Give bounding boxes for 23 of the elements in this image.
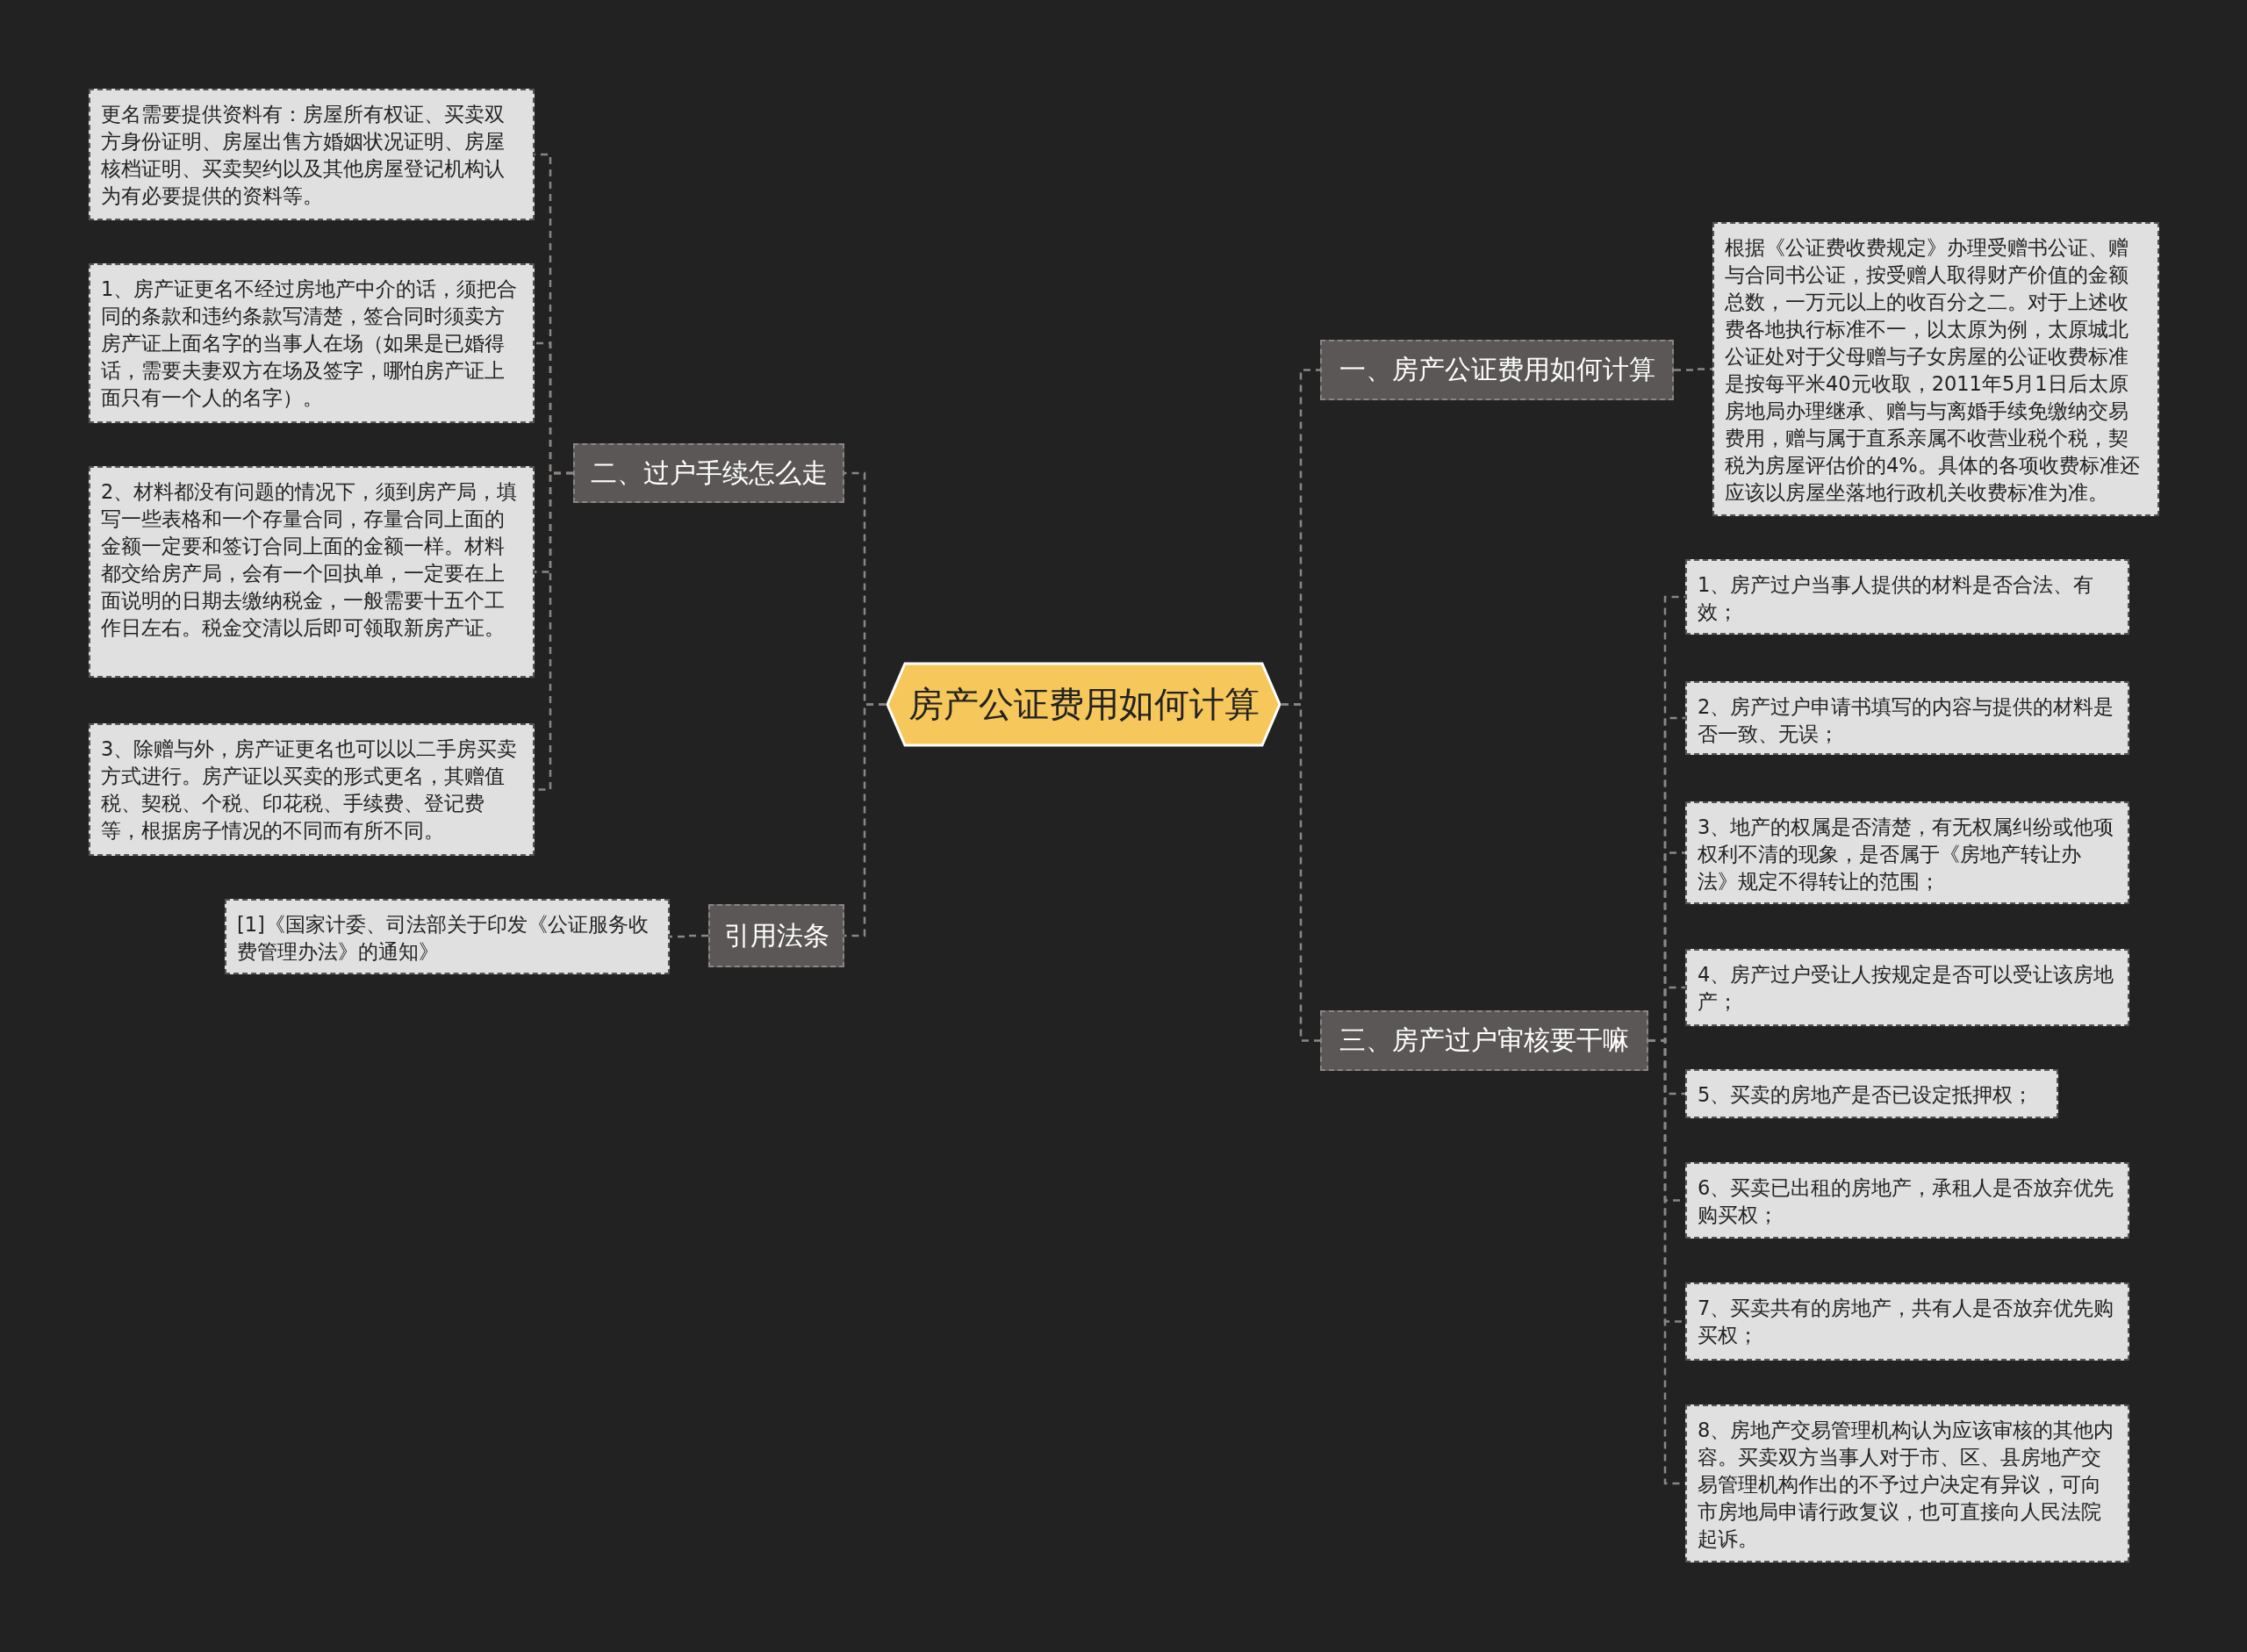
note-box: 6、买卖已出租的房地产，承租人是否放弃优先购买权；: [1685, 1162, 2129, 1239]
connector-line: [670, 934, 708, 938]
topic-hexagon: 房产公证费用如何计算: [886, 662, 1281, 747]
note-box: 更名需要提供资料有：房屋所有权证、买卖双方身份证明、房屋出售方婚姻状况证明、房屋核档证明、买卖契约以及其他房屋登记机构认为有必要提供的资料等。: [89, 89, 535, 220]
note-box: 4、房产过户受让人按规定是否可以受让该房地产；: [1685, 949, 2129, 1026]
note-box: 根据《公证费收费规定》办理受赠书公证、赠与合同书公证，按受赠人取得财产价值的金额总数，一万元以上的收百分之二。对于上述收费各地执行标准不一，以太原为例，太原城北公证处对于父母赠与子女房屋的公证收费标准是按每平米40元收取，2011年5月1日后太原房地局办理继承、赠与与离婚手续免缴纳交易费用，赠与属于直系亲属不收营业税个税，契税为房屋评估价的4%。具体的各项收费标准还应该以房屋坐落地行政机关收费标准为准。: [1712, 222, 2159, 516]
connector-line: [1281, 703, 1320, 1042]
note-box: 5、买卖的房地产是否已设定抵押权；: [1685, 1069, 2058, 1118]
branch-box: 二、过户手续怎么走: [573, 443, 844, 503]
note-box: 1、房产过户当事人提供的材料是否合法、有效；: [1685, 559, 2129, 635]
connector-line: [844, 703, 886, 937]
note-box: 8、房地产交易管理机构认为应该审核的其他内容。买卖双方当事人对于市、区、县房地产交易管理机构作出的不予过户决定有异议，可向市房地局申请行政复议，也可直接向人民法院起诉。: [1685, 1404, 2129, 1562]
note-box: 3、地产的权属是否清楚，有无权属纠纷或他项权利不清的现象，是否属于《房地产转让办法》规定不得转让的范围；: [1685, 801, 2129, 904]
note-box: 2、房产过户申请书填写的内容与提供的材料是否一致、无误；: [1685, 681, 2129, 755]
branch-box: 引用法条: [708, 904, 844, 967]
note-box: 2、材料都没有问题的情况下，须到房产局，填写一些表格和一个存量合同，存量合同上面的金额一定要和签订合同上面的金额一样。材料都交给房产局，会有一个回执单，一定要在上面说明的日期去缴纳税金，一般需要十五个工作日左右。税金交清以后即可领取新房产证。: [89, 466, 535, 678]
note-box: 7、买卖共有的房地产，共有人是否放弃优先购买权；: [1685, 1282, 2129, 1361]
connector-line: [1674, 368, 1712, 371]
branch-box: 一、房产公证费用如何计算: [1320, 340, 1674, 400]
branch-box: 三、房产过户审核要干嘛: [1320, 1010, 1648, 1071]
note-box: 3、除赠与外，房产证更名也可以以二手房买卖方式进行。房产证以买卖的形式更名，其赠值税、契税、个税、印花税、手续费、登记费等，根据房子情况的不同而有所不同。: [89, 723, 535, 856]
note-box: [1]《国家计委、司法部关于印发《公证服务收费管理办法》的通知》: [225, 899, 670, 974]
note-box: 1、房产证更名不经过房地产中介的话，须把合同的条款和违约条款写清楚，签合同时须卖方房产证上面名字的当事人在场（如果是已婚得话，需要夫妻双方在场及签字，哪怕房产证上面只有一个人的名字）。: [89, 263, 535, 423]
